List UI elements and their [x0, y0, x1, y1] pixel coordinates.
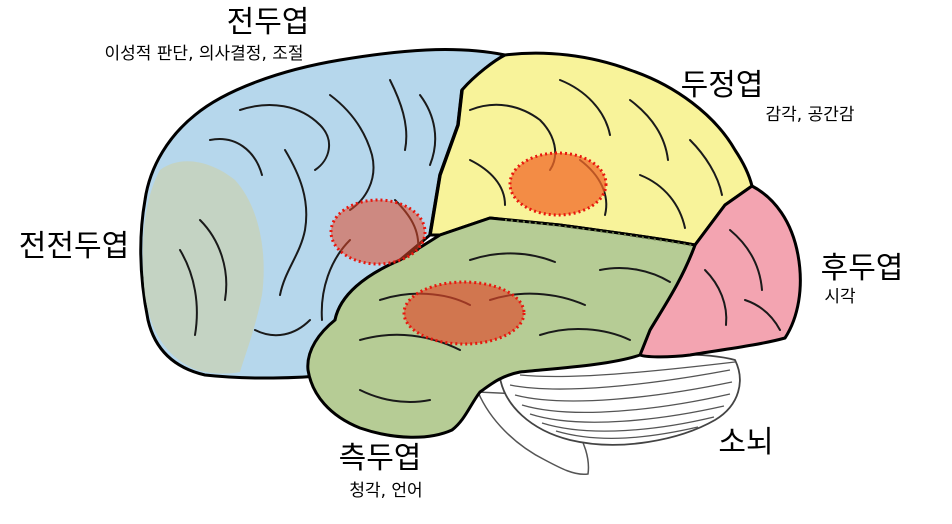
- central-sulcus: [428, 89, 464, 236]
- label-parietal-title: 두정엽: [681, 68, 764, 103]
- label-occipital-desc: 시각: [824, 287, 856, 307]
- highlight-temporal: [402, 280, 526, 346]
- label-prefrontal-title: 전전두엽: [19, 229, 129, 264]
- label-occipital-title: 후두엽: [821, 251, 904, 286]
- label-parietal-desc: 감각, 공간감: [765, 105, 854, 125]
- label-frontal-desc: 이성적 판단, 의사결정, 조절: [104, 44, 303, 64]
- lobe-boundary-dotted: [504, 219, 696, 247]
- label-temporal-desc: 청각, 언어: [349, 481, 422, 501]
- label-frontal-title: 전두엽: [227, 5, 310, 40]
- highlight-parietal: [508, 151, 608, 217]
- highlight-frontal: [329, 198, 427, 266]
- label-cerebellum-title: 소뇌: [718, 425, 773, 460]
- label-temporal-title: 측두엽: [339, 441, 422, 476]
- cerebellum-folia: [509, 361, 736, 440]
- cerebellum-region: [476, 353, 741, 476]
- prefrontal-cortex: [142, 161, 264, 374]
